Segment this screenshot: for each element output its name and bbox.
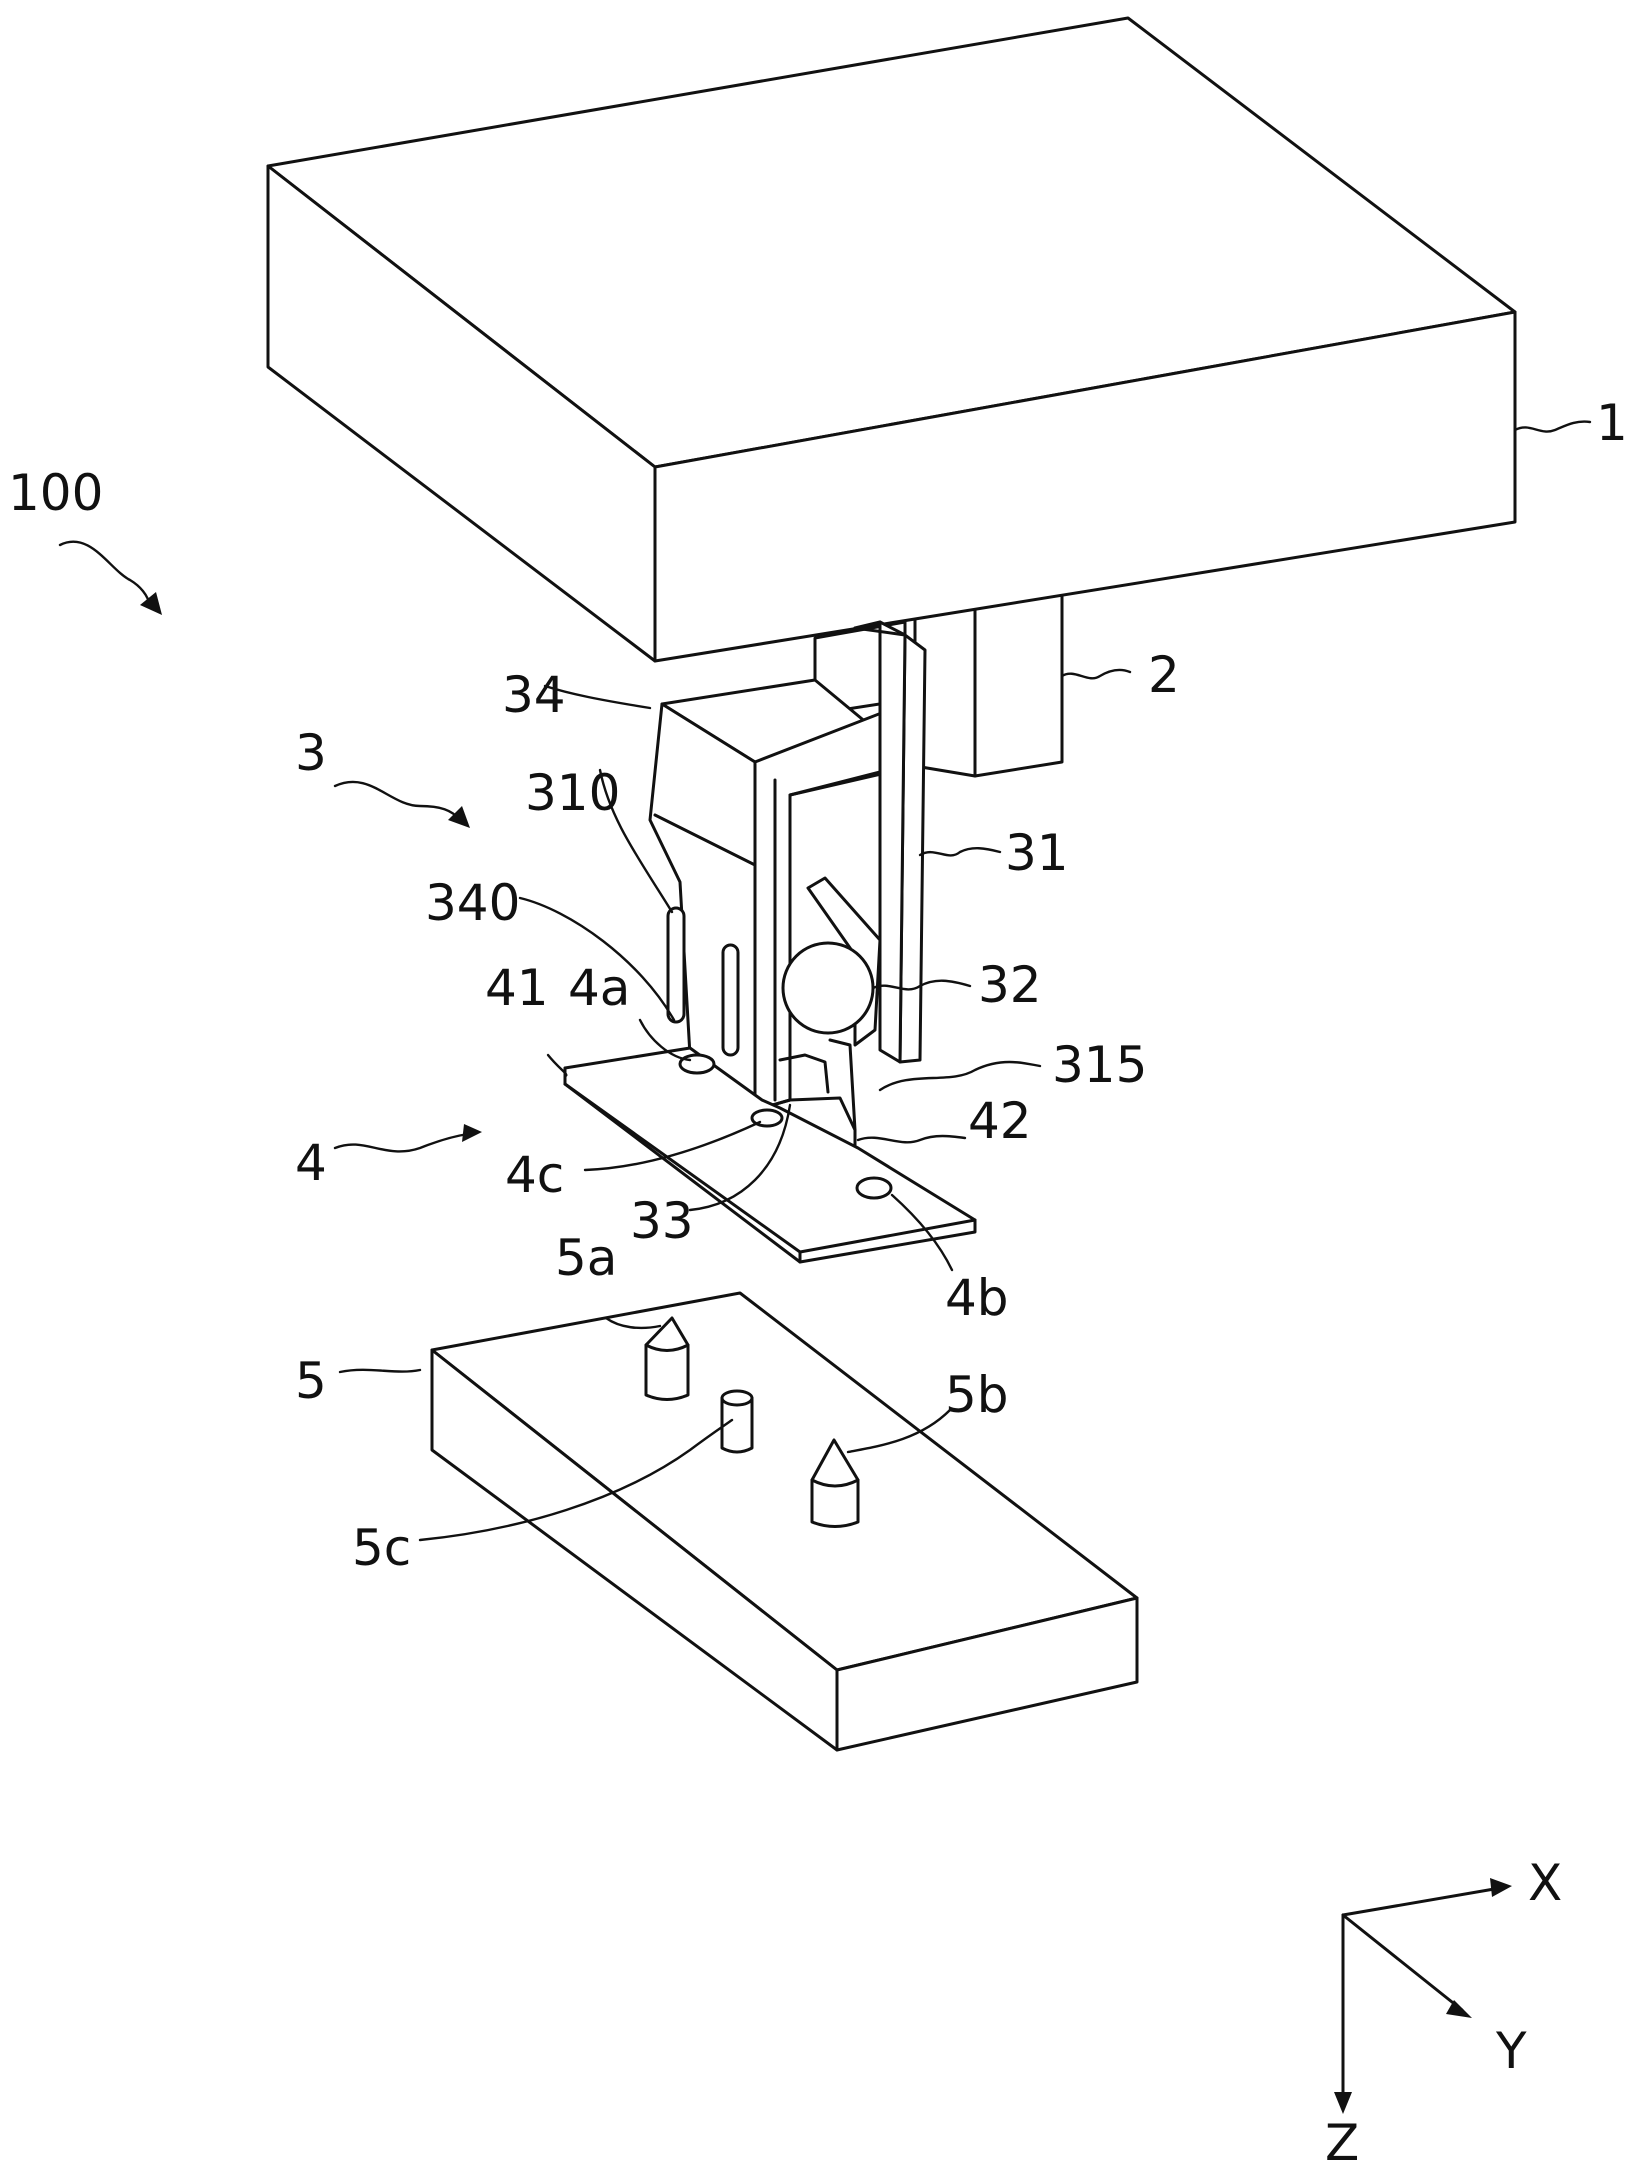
label-2: 2 [1148, 646, 1180, 704]
label-1: 1 [1596, 394, 1628, 452]
label-5b: 5b [945, 1366, 1009, 1424]
label-340: 340 [425, 874, 520, 932]
label-4b: 4b [945, 1269, 1009, 1327]
slot-310 [721, 943, 740, 1057]
label-4: 4 [295, 1134, 327, 1192]
pin-5b [810, 1438, 860, 1528]
label-33: 33 [630, 1192, 694, 1250]
slot-340 [666, 906, 686, 1024]
roller-32 [781, 941, 875, 1035]
label-34: 34 [502, 666, 566, 724]
label-41: 41 [485, 959, 549, 1017]
part-3-holder [648, 620, 927, 1157]
label-4c: 4c [505, 1146, 564, 1204]
label-4a: 4a [568, 959, 630, 1017]
label-32: 32 [978, 956, 1042, 1014]
part-4-plate [563, 1046, 977, 1264]
label-5: 5 [295, 1352, 327, 1410]
label-100: 100 [8, 464, 103, 522]
axis-z-label: Z [1325, 2114, 1359, 2168]
label-315: 315 [1052, 1036, 1147, 1094]
label-31: 31 [1005, 824, 1069, 882]
label-5a: 5a [555, 1229, 617, 1287]
wavy-arrows [58, 540, 482, 1153]
pin-5c [720, 1389, 754, 1454]
leader-lines [338, 420, 1592, 1542]
coordinate-axes: X Y Z [1325, 1854, 1562, 2168]
label-42: 42 [968, 1092, 1032, 1150]
part-1-block [266, 16, 1517, 663]
reference-numerals: 1 2 100 34 3 310 31 340 41 4a 32 315 42 … [8, 394, 1628, 1577]
part-5-base [430, 1291, 1139, 1752]
label-5c: 5c [352, 1519, 411, 1577]
label-310: 310 [525, 764, 620, 822]
pin-5a [644, 1316, 690, 1401]
axis-x-label: X [1528, 1854, 1562, 1912]
hole-4b [855, 1176, 893, 1200]
hole-4a [678, 1053, 716, 1075]
axis-y-label: Y [1495, 2022, 1527, 2080]
label-3: 3 [295, 724, 327, 782]
